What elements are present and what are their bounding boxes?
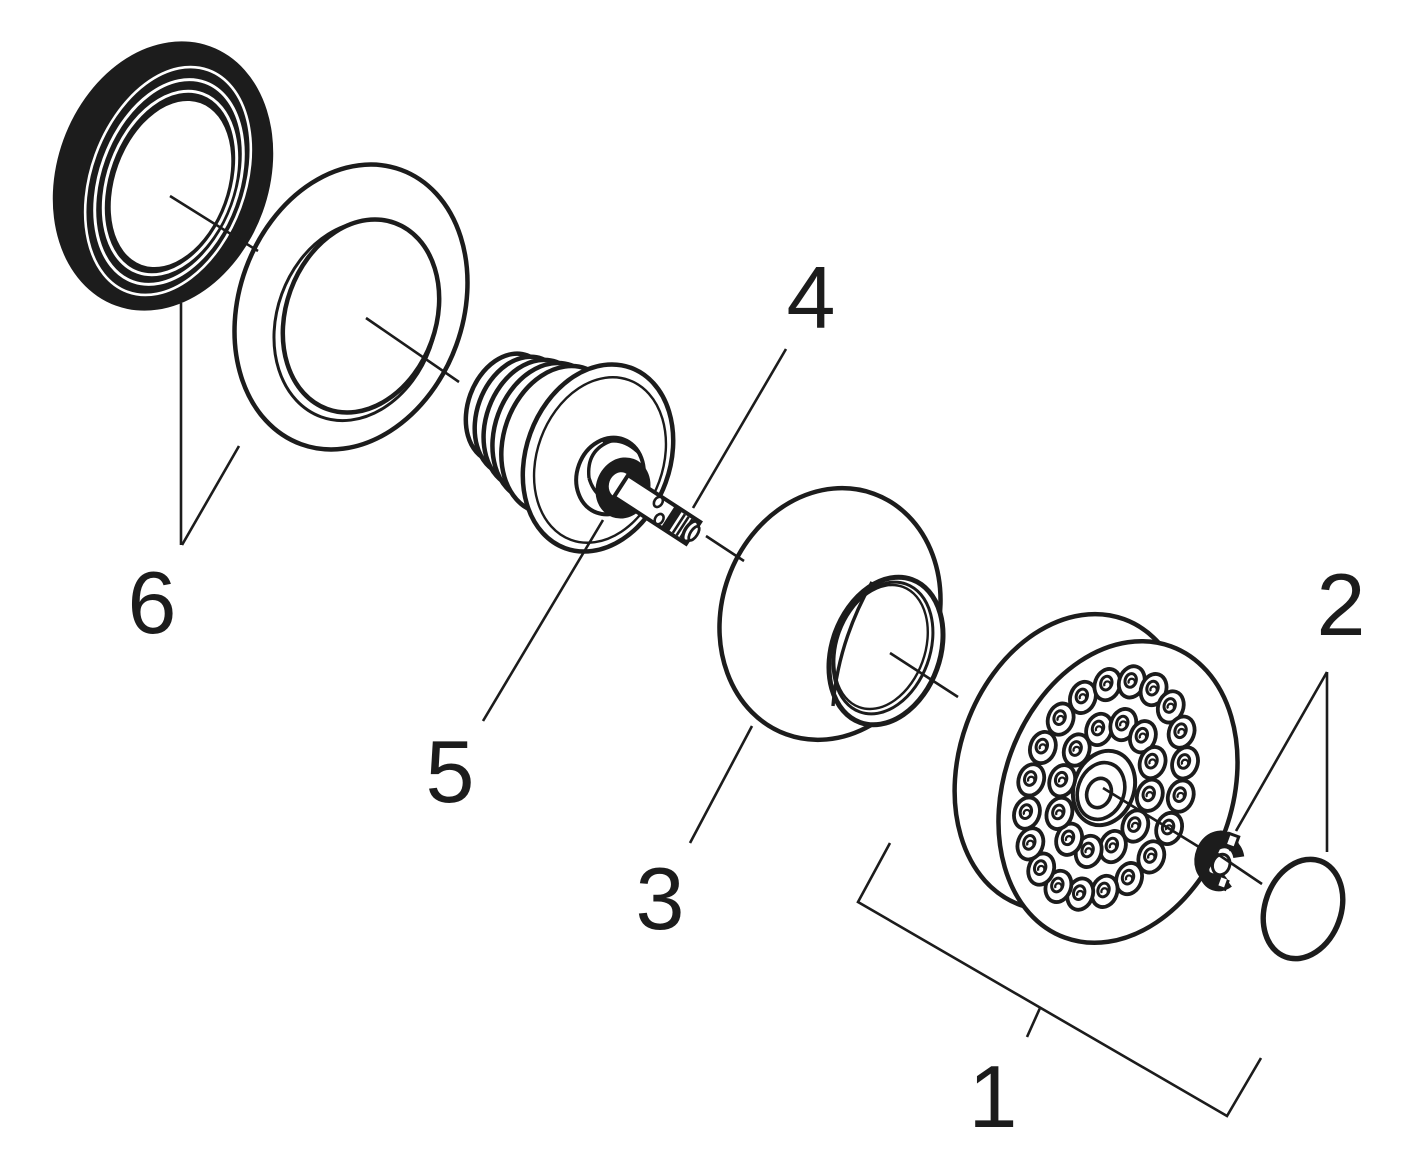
leader-part2-clip <box>1234 671 1329 832</box>
nozzle <box>1078 693 1088 700</box>
escutcheon-hole <box>280 217 442 415</box>
clip-bottom-tab <box>1214 876 1230 892</box>
nozzle <box>1103 680 1112 687</box>
nozzle <box>1166 702 1176 710</box>
axis-segment <box>169 194 259 253</box>
o-ring <box>1260 856 1346 962</box>
seal-ring-black <box>52 41 274 311</box>
stem-black-band <box>661 505 683 532</box>
ball-opening-rim-inner <box>833 583 929 711</box>
shower-head-body <box>952 611 1240 946</box>
seal-ring-hole <box>110 100 232 268</box>
nozzle <box>1054 882 1063 889</box>
nozzle <box>1026 839 1035 846</box>
nozzle <box>1064 835 1074 842</box>
nozzle <box>1145 791 1155 798</box>
part-label-1: 1 <box>969 1047 1018 1146</box>
flange-chamfer-line <box>532 376 668 544</box>
nozzle <box>1072 745 1081 753</box>
leader-part6-escutcheon <box>180 445 241 546</box>
escutcheon-ring <box>232 162 470 452</box>
nozzle <box>1100 887 1109 894</box>
nozzle <box>1056 714 1065 722</box>
impeller-vane <box>602 439 640 454</box>
nozzle <box>1148 758 1157 765</box>
o-ring-outline <box>1260 856 1346 962</box>
seal-ring-groove <box>101 89 239 277</box>
part-label-4: 4 <box>787 248 836 347</box>
part-label-6: 6 <box>128 553 177 652</box>
nozzle <box>1180 758 1190 766</box>
axis-segment <box>365 316 460 384</box>
part-label-2: 2 <box>1317 555 1366 654</box>
nozzle <box>1026 775 1036 783</box>
part-label-5: 5 <box>426 722 475 821</box>
axis-segment <box>889 651 959 699</box>
nozzle <box>1075 889 1085 897</box>
stem-ridge <box>671 513 686 534</box>
threaded-connector <box>463 351 676 554</box>
clip-top-tab <box>1223 831 1241 851</box>
part-labels: 1 2 3 4 5 6 <box>128 248 1366 1146</box>
stem-ridge <box>675 516 690 536</box>
nozzle <box>1038 743 1048 750</box>
bracket-part1 <box>856 842 1263 1118</box>
nozzle <box>1094 725 1104 732</box>
nozzle <box>1108 842 1118 849</box>
nozzle <box>1176 791 1186 799</box>
leader-part5 <box>481 519 605 722</box>
nozzle <box>1147 852 1156 860</box>
nozzle <box>1149 685 1158 692</box>
nozzle <box>1138 732 1148 739</box>
axis-segment <box>1102 786 1200 849</box>
ball-housing <box>717 485 946 743</box>
assembly-axis-lines <box>169 194 1263 886</box>
leader-part3 <box>688 725 754 844</box>
ball-bore-wall-line <box>831 581 874 707</box>
seal-ring-groove <box>93 78 245 286</box>
nozzle <box>1119 720 1128 727</box>
nozzle <box>1022 808 1032 816</box>
nozzle <box>1127 677 1137 685</box>
retaining-clip <box>1194 830 1245 892</box>
nozzle <box>1084 847 1093 854</box>
spray-nozzles <box>1012 664 1200 912</box>
part-label-3: 3 <box>636 849 685 948</box>
bracket-part1-tick <box>1025 1007 1042 1038</box>
seal-ring-groove <box>83 65 253 297</box>
valve-stem <box>611 472 703 547</box>
nozzle <box>1057 776 1067 783</box>
stem-hole <box>652 495 665 509</box>
leader-part4 <box>691 348 788 509</box>
nozzle <box>1131 821 1140 829</box>
axis-segment <box>705 534 745 563</box>
hub-ring <box>1084 776 1114 810</box>
nozzle <box>1177 727 1186 735</box>
nozzle <box>1124 874 1134 881</box>
stem-hole <box>653 512 665 526</box>
nozzle <box>1036 864 1046 872</box>
nozzle <box>1164 824 1174 831</box>
axis-segment <box>1215 851 1263 886</box>
leader-lines <box>179 303 1329 1118</box>
nozzle <box>1055 809 1064 816</box>
stem-tip-cap-inner <box>687 525 701 542</box>
